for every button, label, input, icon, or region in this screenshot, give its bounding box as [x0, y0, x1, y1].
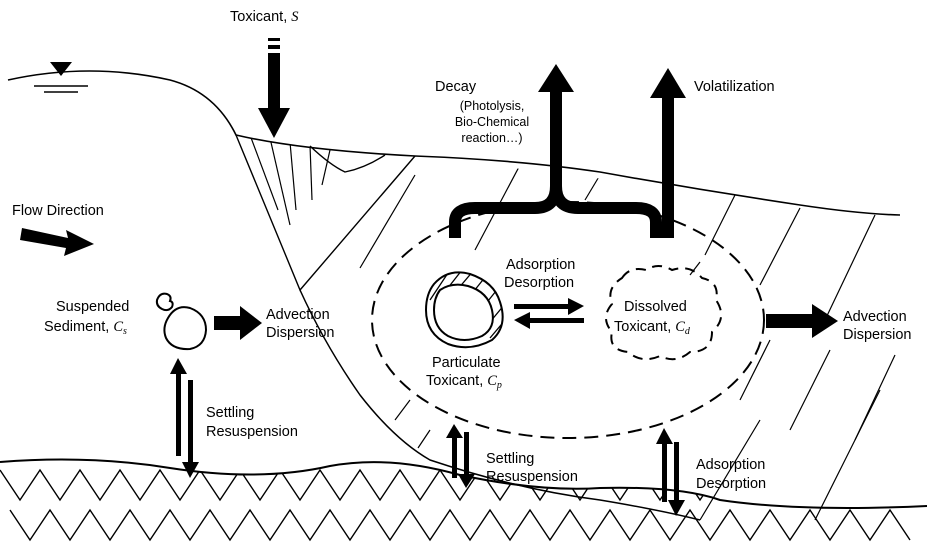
mixing-zone	[236, 135, 415, 290]
suspended-sediment-particles	[157, 294, 206, 349]
settling-resuspension-middle-arrows	[446, 424, 475, 488]
particulate-toxicant-grain	[420, 270, 512, 354]
adsorption-bottom-label: Adsorption	[696, 456, 765, 474]
dispersion-right-label: Dispersion	[843, 326, 912, 344]
advection-left-arrow	[214, 306, 262, 340]
decay-arrow	[455, 64, 656, 238]
flow-direction-label: Flow Direction	[12, 202, 104, 220]
suspended-sediment-label-2: Sediment, Cs	[44, 318, 127, 341]
flow-direction-arrow	[20, 228, 94, 256]
resuspension-middle-label: Resuspension	[486, 468, 578, 486]
suspended-sediment-label-1: Suspended	[56, 298, 129, 316]
toxicant-source-label: Toxicant, S	[230, 8, 299, 26]
settling-middle-label: Settling	[486, 450, 534, 468]
adsorption-desorption-bottom-arrows	[656, 428, 685, 516]
volatilization-label: Volatilization	[694, 78, 775, 96]
sediment-bed-line	[0, 460, 927, 508]
advection-left-label: Advection	[266, 306, 330, 324]
sediment-bed-hatching	[0, 470, 920, 540]
settling-left-label: Settling	[206, 404, 254, 422]
desorption-top-label: Desorption	[504, 274, 574, 292]
plume-hatching	[360, 165, 895, 520]
particulate-toxicant-label-2: Toxicant, Cp	[426, 372, 502, 395]
decay-detail-1: (Photolysis,	[440, 98, 544, 114]
dissolved-toxicant-label-1: Dissolved	[624, 298, 687, 316]
decay-detail-2: Bio-Chemical	[440, 114, 544, 130]
water-surface-symbol	[34, 62, 88, 92]
particulate-toxicant-label-1: Particulate	[432, 354, 501, 372]
settling-resuspension-left-arrows	[170, 358, 199, 478]
toxicant-source-arrow	[258, 38, 290, 138]
advection-right-label: Advection	[843, 308, 907, 326]
decay-label: Decay	[435, 78, 476, 96]
desorption-bottom-label: Desorption	[696, 475, 766, 493]
adsorption-top-label: Adsorption	[506, 256, 575, 274]
dispersion-left-label: Dispersion	[266, 324, 335, 342]
resuspension-left-label: Resuspension	[206, 423, 298, 441]
decay-detail-3: reaction…)	[440, 130, 544, 146]
advection-right-arrow	[766, 304, 838, 338]
adsorption-desorption-arrows	[514, 298, 584, 329]
dissolved-toxicant-label-2: Toxicant, Cd	[614, 318, 690, 341]
